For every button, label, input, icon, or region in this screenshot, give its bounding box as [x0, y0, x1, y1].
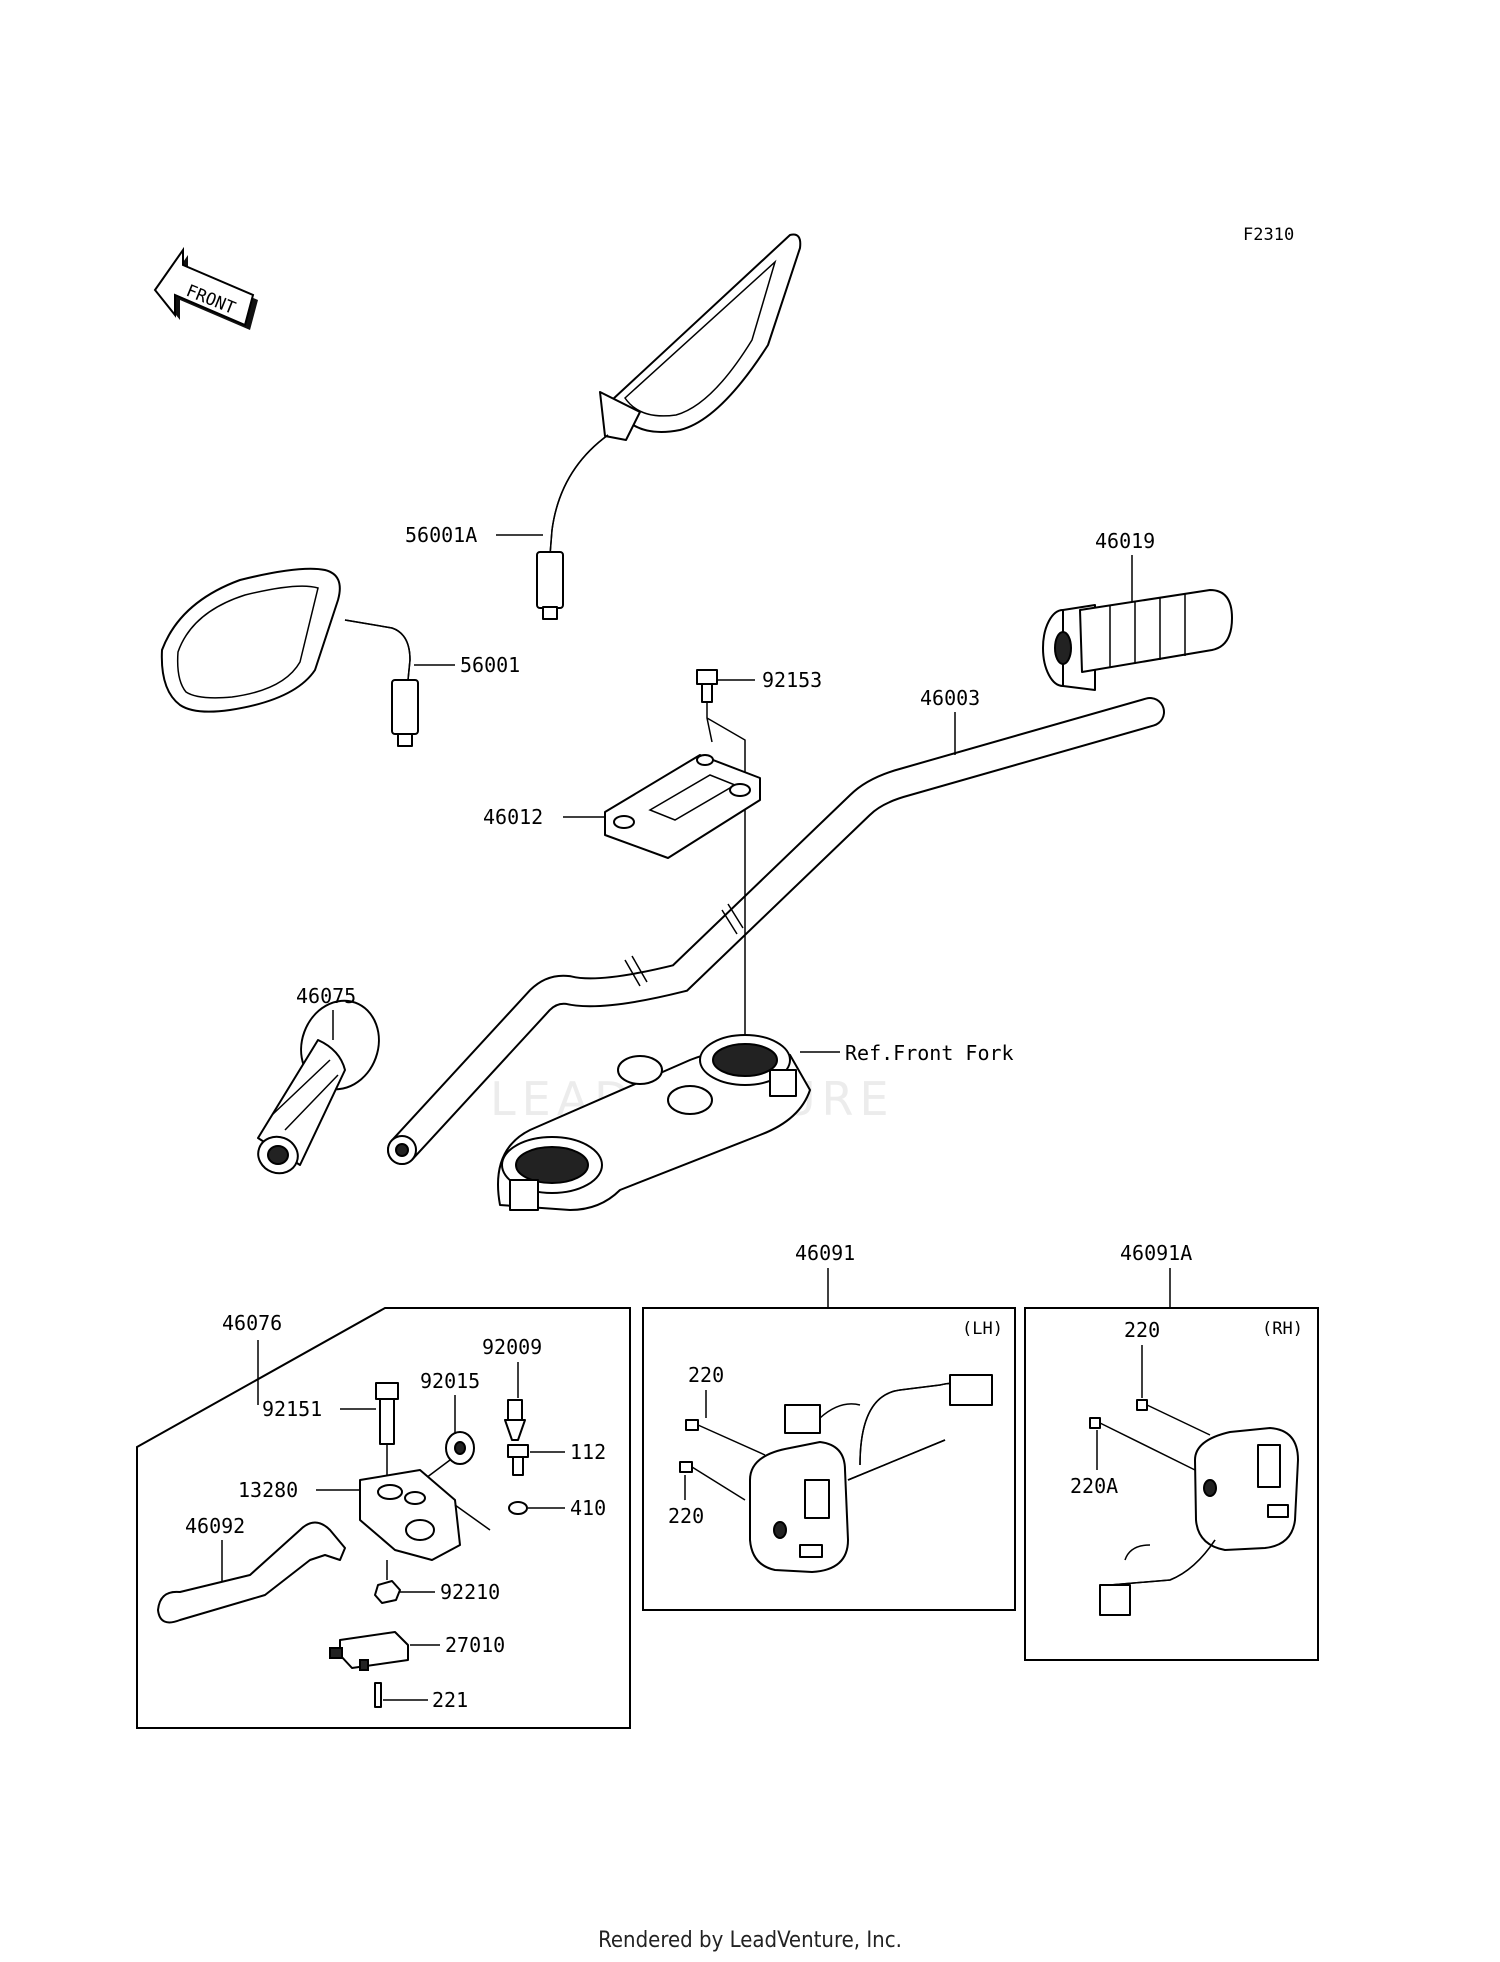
callout-lever[interactable]: 46092 — [185, 1514, 245, 1538]
switch-lh-frame — [642, 1307, 1016, 1611]
diagram-code: F2310 — [1243, 225, 1294, 245]
grip-right[interactable] — [1042, 589, 1233, 691]
handlebar[interactable] — [387, 697, 1165, 1165]
screw-lh-bottom[interactable] — [679, 1461, 746, 1501]
callout-screw[interactable]: 112 — [570, 1440, 606, 1464]
callout-screw-lh-top[interactable]: 220 — [688, 1363, 724, 1387]
screw-rh-a[interactable] — [1136, 1399, 1211, 1436]
nut[interactable] — [374, 1580, 401, 1604]
adjuster-knob[interactable] — [445, 1431, 475, 1465]
callout-holder[interactable]: 46012 — [483, 805, 543, 829]
front-fork-clamp — [497, 1034, 811, 1211]
callout-nut[interactable]: 92210 — [440, 1580, 500, 1604]
callout-adjuster-screw[interactable]: 92009 — [482, 1335, 542, 1359]
callout-mirror-right[interactable]: 56001A — [405, 523, 477, 547]
callout-bolt-lever[interactable]: 92151 — [262, 1397, 322, 1421]
callout-mirror-left[interactable]: 56001 — [460, 653, 520, 677]
brake-lever[interactable] — [157, 1521, 346, 1624]
bolt-lever[interactable] — [375, 1382, 399, 1445]
lever-assy-frame — [136, 1307, 631, 1729]
front-arrow-icon: FRONT — [153, 246, 258, 330]
callout-lever-assy[interactable]: 46076 — [222, 1311, 282, 1335]
switch-rh-side: (RH) — [1262, 1319, 1303, 1339]
mirror-left[interactable] — [160, 567, 419, 747]
screw-112[interactable] — [507, 1444, 529, 1476]
grip-left[interactable] — [253, 990, 391, 1179]
callout-washer[interactable]: 410 — [570, 1496, 606, 1520]
callout-front-fork[interactable]: Ref.Front Fork — [845, 1041, 1014, 1065]
callout-screw-rh-b[interactable]: 220A — [1070, 1474, 1118, 1498]
bolt-holder[interactable] — [696, 669, 718, 703]
lever-bracket[interactable] — [359, 1469, 461, 1561]
mirror-right[interactable] — [536, 233, 802, 620]
handlebar-holder[interactable] — [604, 754, 761, 859]
washer[interactable] — [508, 1501, 528, 1515]
callout-handlebar[interactable]: 46003 — [920, 686, 980, 710]
screw-lh-top[interactable] — [685, 1419, 766, 1456]
callout-switch-rh[interactable]: 46091A — [1120, 1241, 1192, 1265]
callout-screw-lh-bottom[interactable]: 220 — [668, 1504, 704, 1528]
callout-switch[interactable]: 27010 — [445, 1633, 505, 1657]
callout-switch-screw[interactable]: 221 — [432, 1688, 468, 1712]
switch-lh[interactable] — [749, 1374, 993, 1573]
callout-grip-left[interactable]: 46075 — [296, 984, 356, 1008]
switch-rh-frame — [1024, 1307, 1319, 1661]
callout-lever-bracket[interactable]: 13280 — [238, 1478, 298, 1502]
callout-adjuster-knob[interactable]: 92015 — [420, 1369, 480, 1393]
callout-bolt-holder[interactable]: 92153 — [762, 668, 822, 692]
switch-screw[interactable] — [374, 1682, 382, 1708]
footer-credit: Rendered by LeadVenture, Inc. — [598, 1928, 902, 1953]
adjuster-screw[interactable] — [504, 1399, 526, 1441]
callout-screw-rh-a[interactable]: 220 — [1124, 1318, 1160, 1342]
callout-switch-lh[interactable]: 46091 — [795, 1241, 855, 1265]
screw-rh-b[interactable] — [1089, 1417, 1196, 1471]
callout-grip-right[interactable]: 46019 — [1095, 529, 1155, 553]
brake-switch[interactable] — [329, 1631, 409, 1671]
switch-rh[interactable] — [1099, 1427, 1299, 1616]
switch-lh-side: (LH) — [962, 1319, 1003, 1339]
